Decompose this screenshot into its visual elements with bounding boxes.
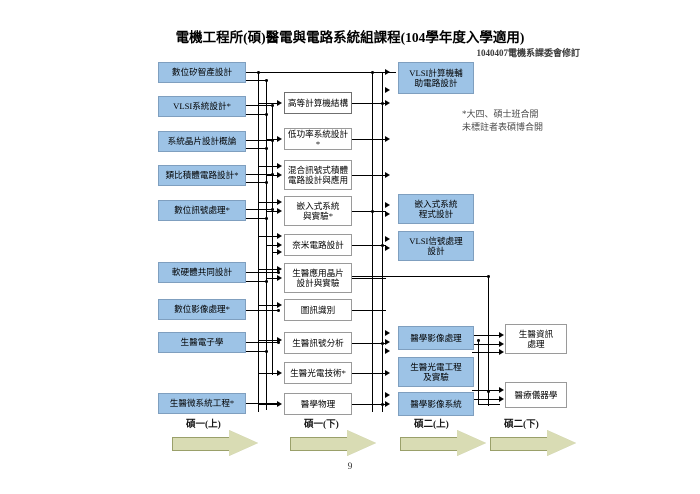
course-box-c2b6[interactable]: 生醫應用晶片 設計與實驗 — [284, 263, 352, 293]
course-label: 混合訊號式積體 電路設計與應用 — [287, 164, 349, 186]
course-box-c3b5[interactable]: 生醫光電工程 及實驗 — [398, 357, 474, 387]
arrow-shape — [290, 430, 376, 456]
course-box-c2b5[interactable]: 奈米電路設計 — [284, 234, 352, 256]
course-box-c4b1[interactable]: 生醫資訊 處理 — [505, 324, 567, 354]
course-label: VLSI信號處理 設計 — [409, 235, 463, 257]
legend-line-2: 未標註者表碩博合開 — [462, 121, 544, 132]
course-box-c2b4[interactable]: 嵌入式系統 與實驗* — [284, 196, 352, 226]
course-label: VLSI系統設計* — [173, 101, 231, 112]
course-box-c2b2[interactable]: 低功率系統設計* — [284, 128, 352, 150]
semester-label: 碩一(下) — [304, 420, 339, 430]
course-box-c3b3[interactable]: VLSI信號處理 設計 — [398, 231, 474, 261]
legend-line-1: *大四、碩士班合開 — [462, 109, 539, 119]
course-label: 醫學影像系統 — [410, 398, 462, 409]
course-box-c3b1[interactable]: VLSI計算機輔 助電路設計 — [398, 62, 474, 94]
course-box-c1b3[interactable]: 系統晶片設計概論 — [158, 131, 246, 152]
course-label: 生醫光電技術* — [290, 367, 346, 378]
course-box-c3b6[interactable]: 醫學影像系統 — [398, 392, 474, 416]
course-box-c1b2[interactable]: VLSI系統設計* — [158, 96, 246, 117]
course-label: 軟硬體共同設計 — [171, 267, 233, 278]
semester-arrow-1: 碩一(上) — [172, 418, 262, 458]
semester-label: 碩二(下) — [504, 420, 539, 430]
course-label: 類比積體電路設計* — [165, 170, 239, 181]
course-box-c1b8[interactable]: 生醫電子學 — [158, 332, 246, 353]
semester-label: 碩一(上) — [186, 420, 221, 430]
arrow-shape — [172, 430, 258, 456]
revision-subtitle: 1040407電機系課委會修訂 — [476, 48, 580, 58]
course-box-c3b2[interactable]: 嵌入式系統 程式設計 — [398, 194, 474, 224]
course-label: 嵌入式系統 程式設計 — [414, 198, 458, 220]
semester-arrow-3: 碩二(上) — [400, 418, 490, 458]
course-box-c2b7[interactable]: 圖訊識別 — [284, 299, 352, 321]
course-box-c2b8[interactable]: 生醫訊號分析 — [284, 332, 352, 354]
course-label: 數位影像處理* — [174, 304, 230, 315]
course-box-c1b1[interactable]: 數位矽智產設計 — [158, 62, 246, 83]
course-box-c3b4[interactable]: 醫學影像處理 — [398, 326, 474, 350]
course-box-c1b7[interactable]: 數位影像處理* — [158, 299, 246, 320]
course-label: 系統晶片設計概論 — [167, 136, 237, 147]
page-number: 9 — [347, 462, 353, 472]
course-box-c2b1[interactable]: 高等計算機結構 — [284, 92, 352, 114]
course-box-c2b10[interactable]: 醫學物理 — [284, 393, 352, 415]
course-label: 低功率系統設計* — [287, 128, 349, 150]
course-label: 生醫光電工程 及實驗 — [410, 361, 462, 383]
course-label: 醫學物理 — [300, 398, 336, 409]
course-box-c1b9[interactable]: 生醫微系統工程* — [158, 393, 246, 414]
course-box-c1b5[interactable]: 數位訊號處理* — [158, 200, 246, 221]
course-box-c2b9[interactable]: 生醫光電技術* — [284, 362, 352, 384]
course-label: 生醫應用晶片 設計與實驗 — [292, 267, 344, 289]
semester-arrow-2: 碩一(下) — [290, 418, 380, 458]
course-box-c2b3[interactable]: 混合訊號式積體 電路設計與應用 — [284, 160, 352, 190]
arrow-shape — [490, 430, 576, 456]
course-label: 生醫微系統工程* — [169, 398, 235, 409]
course-label: 奈米電路設計 — [292, 239, 344, 250]
course-label: VLSI計算機輔 助電路設計 — [409, 67, 463, 89]
course-label: 嵌入式系統 與實驗* — [296, 200, 340, 222]
semester-arrow-4: 碩二(下) — [490, 418, 580, 458]
course-label: 數位訊號處理* — [174, 205, 230, 216]
semester-label: 碩二(上) — [414, 420, 449, 430]
course-label: 數位矽智產設計 — [171, 67, 233, 78]
course-box-c1b4[interactable]: 類比積體電路設計* — [158, 165, 246, 186]
course-label: 圖訊識別 — [300, 304, 336, 315]
course-label: 醫療儀器學 — [514, 389, 558, 400]
course-label: 醫學影像處理 — [410, 332, 462, 343]
course-label: 高等計算機結構 — [287, 97, 349, 108]
course-label: 生醫資訊 處理 — [518, 328, 554, 350]
course-label: 生醫電子學 — [180, 337, 224, 348]
course-label: 生醫訊號分析 — [292, 337, 344, 348]
page-title: 電機工程所(碩)醫電與電路系統組課程(104學年度入學適用) — [175, 30, 525, 45]
course-box-c1b6[interactable]: 軟硬體共同設計 — [158, 262, 246, 283]
arrow-shape — [400, 430, 486, 456]
legend-note: *大四、碩士班合開 未標註者表碩博合開 — [462, 108, 592, 133]
course-box-c4b2[interactable]: 醫療儀器學 — [505, 382, 567, 408]
